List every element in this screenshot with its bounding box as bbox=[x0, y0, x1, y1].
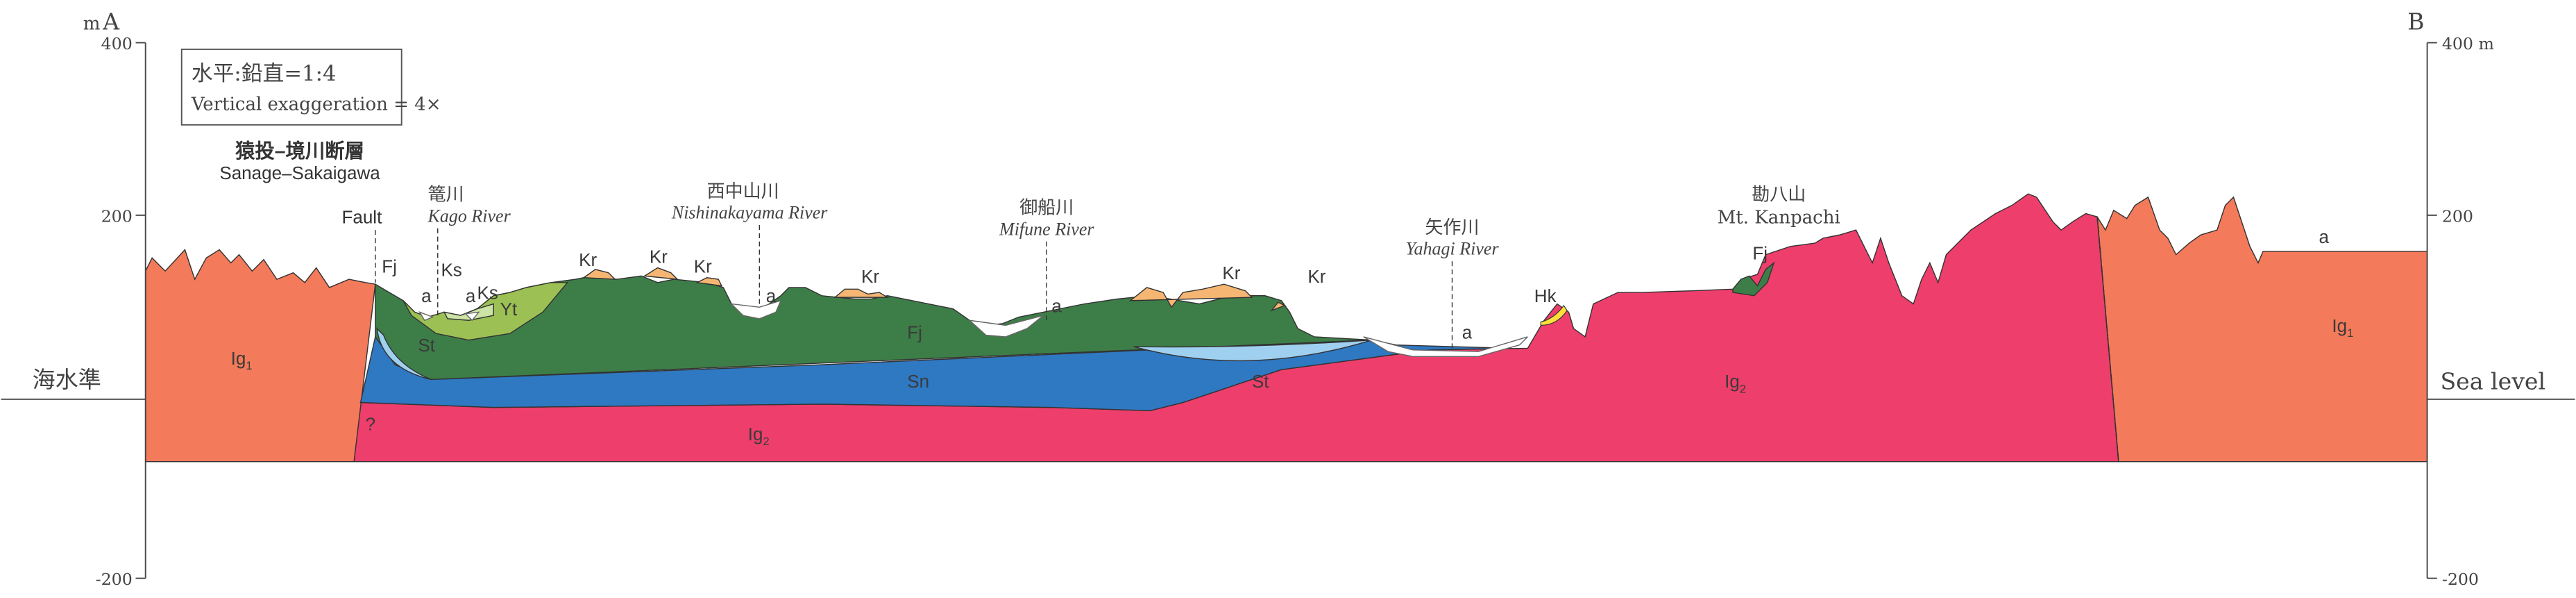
layer-kr bbox=[582, 267, 1287, 312]
section-end-a: A bbox=[102, 8, 120, 35]
layer-ig1-left bbox=[144, 249, 376, 463]
alluvium bbox=[464, 311, 480, 322]
mifune-river-jp: 御船川 bbox=[1019, 198, 1074, 219]
fault-line-right bbox=[2096, 217, 2119, 462]
kago-river-en: Kago River bbox=[427, 206, 511, 226]
mt-kanpachi-jp: 勘八山 bbox=[1752, 185, 1806, 206]
kr-outcrop bbox=[695, 277, 723, 287]
layer-alluvium bbox=[418, 299, 1528, 357]
axis-unit: m bbox=[83, 14, 101, 35]
section-end-b: B bbox=[2407, 8, 2424, 35]
unit-label-a: a bbox=[1051, 295, 1062, 316]
layer-hk bbox=[1540, 304, 1568, 326]
nishinakayama-river-jp: 西中山川 bbox=[707, 181, 779, 202]
sea-level-label-jp: 海水準 bbox=[32, 366, 101, 393]
vertical-exaggeration: Vertical exaggeration = 4× bbox=[191, 94, 441, 115]
unit-label-sn: Sn bbox=[907, 371, 929, 392]
unit-label-a: a bbox=[2319, 226, 2329, 247]
unit-label-kr: Kr bbox=[1222, 263, 1240, 283]
mifune-river-en: Mifune River bbox=[999, 219, 1094, 239]
unit-label-uncertain: ? bbox=[366, 414, 375, 435]
unit-label-ig1: Ig1 bbox=[231, 348, 253, 372]
unit-label-yt: Yt bbox=[500, 299, 518, 319]
unit-label-a: a bbox=[1462, 322, 1473, 342]
unit-label-kr: Kr bbox=[861, 266, 879, 287]
scale-ratio: 水平:鉛直=1:4 bbox=[192, 61, 337, 86]
kr-outcrop bbox=[833, 288, 890, 298]
fault-name-en-2: Fault bbox=[341, 207, 382, 228]
fault-name-en: Sanage–Sakaigawa bbox=[219, 163, 380, 183]
unit-label-fj: Fj bbox=[907, 322, 922, 342]
sea-level-label-en: Sea level bbox=[2441, 368, 2546, 395]
unit-label-hk: Hk bbox=[1534, 285, 1557, 306]
layer-ks bbox=[443, 303, 494, 321]
layer-fj-kanpachi bbox=[1732, 261, 1775, 297]
yahagi-river-en: Yahagi River bbox=[1405, 239, 1499, 259]
kr-outcrop bbox=[1270, 301, 1287, 312]
unit-label-a: a bbox=[466, 285, 476, 306]
unit-label-ig2: Ig2 bbox=[748, 424, 770, 448]
yahagi-river-jp: 矢作川 bbox=[1425, 217, 1480, 238]
tick-left-400: 400 bbox=[101, 34, 133, 53]
layer-ig2 bbox=[353, 193, 2119, 463]
unit-label-a: a bbox=[766, 285, 777, 306]
right-axis bbox=[2426, 42, 2575, 579]
tick-left-200: 200 bbox=[101, 206, 133, 226]
kr-outcrop bbox=[582, 269, 617, 280]
kago-river-jp: 篭川 bbox=[428, 185, 464, 206]
unit-label-fj: Fj bbox=[1752, 243, 1768, 264]
unit-label-ks: Ks bbox=[441, 259, 461, 280]
scale-box bbox=[180, 49, 402, 126]
unit-label-st: St bbox=[1252, 371, 1269, 392]
tick-right-200: 200 bbox=[2442, 206, 2473, 226]
unit-label-ks: Ks bbox=[477, 283, 498, 304]
mt-kanpachi-en: Mt. Kanpachi bbox=[1718, 208, 1840, 229]
unit-label-a: a bbox=[421, 285, 432, 306]
kr-outcrop bbox=[643, 267, 679, 281]
left-axis bbox=[1, 42, 146, 579]
tick-right-400: 400 m bbox=[2442, 34, 2494, 53]
layer-st-left bbox=[376, 327, 432, 381]
alluvium bbox=[967, 315, 1044, 338]
alluvium bbox=[418, 311, 434, 322]
unit-label-ig2: Ig2 bbox=[1725, 371, 1746, 395]
unit-label-kr: Kr bbox=[579, 249, 597, 270]
tick-right-minus200: -200 bbox=[2442, 570, 2479, 589]
alluvium bbox=[1363, 336, 1528, 357]
kr-outcrop bbox=[1128, 283, 1253, 308]
tick-left-minus200: -200 bbox=[96, 570, 133, 589]
unit-label-st: St bbox=[418, 335, 435, 356]
unit-label-kr: Kr bbox=[1307, 266, 1325, 287]
unit-label-kr: Kr bbox=[650, 246, 668, 267]
alluvium bbox=[730, 299, 782, 319]
layer-ig1-right bbox=[2096, 196, 2428, 463]
unit-label-kr: Kr bbox=[694, 256, 712, 277]
unit-label-fj: Fj bbox=[382, 256, 397, 277]
unit-label-ig1: Ig1 bbox=[2332, 315, 2353, 340]
nishinakayama-river-en: Nishinakayama River bbox=[671, 203, 828, 223]
fault-name-jp: 猿投–境川断層 bbox=[235, 140, 364, 163]
